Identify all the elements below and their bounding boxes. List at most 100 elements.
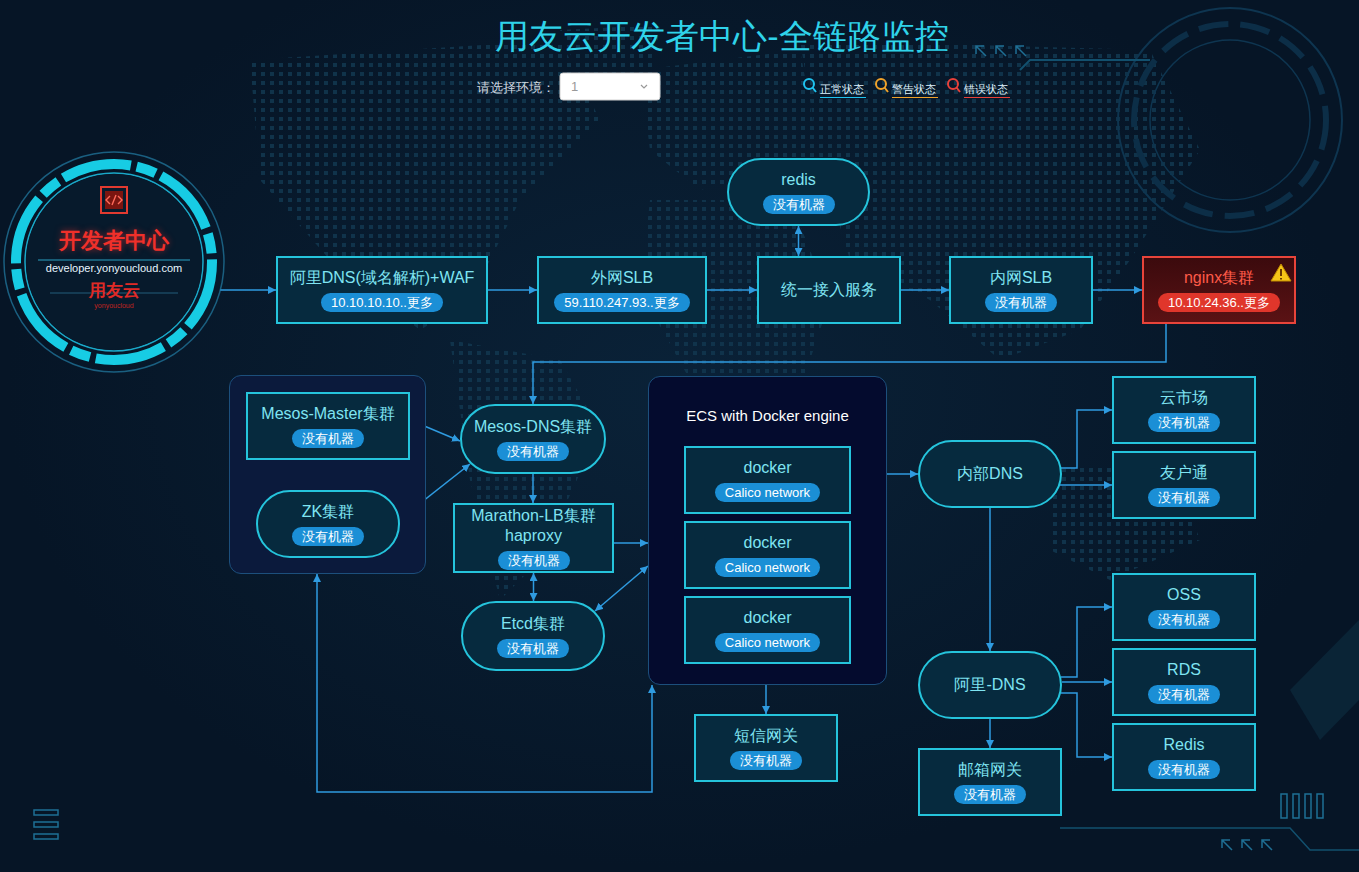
cluster-group: Mesos-Master集群没有机器ZK集群没有机器 [229,375,426,574]
status-badge: 没有机器 [292,527,364,546]
node-title: 内部DNS [957,464,1023,484]
node-title: docker [743,533,791,553]
node-title: 阿里-DNS [954,675,1025,695]
service-box: OSS 没有机器 [1112,573,1256,641]
node-title: nginx集群 [1184,268,1254,288]
flow-connector [1060,484,1112,486]
service-box: Mesos-Master集群没有机器 [246,392,410,460]
container-title: ECS with Docker engine [686,407,849,425]
flow-connector [798,226,800,256]
env-label: 请选择环境： [477,80,555,96]
service-box: RDS 没有机器 [1112,648,1256,716]
service-box: 邮箱网关没有机器 [918,748,1062,816]
flow-connector [220,289,276,291]
flow-connector [1061,693,1112,757]
node-title: Etcd集群 [501,614,565,634]
status-badge: 没有机器 [1148,413,1220,432]
node-title: 邮箱网关 [958,760,1022,780]
status-badge: 59.110.247.93..更多 [554,293,689,312]
flow-connector [532,474,534,503]
brand-text: developer.yonyoucloud.com [46,260,182,276]
service-box: Redis没有机器 [1112,723,1256,791]
node-title: 云市场 [1160,388,1208,408]
developer-icon [101,187,127,213]
status-badge: 没有机器 [730,751,802,770]
flow-connector [614,542,648,544]
node-title: 短信网关 [734,726,798,746]
entry-circle: 开发者中心 developer.yonyoucloud.com 用友云yonyouc… [3,150,225,374]
status-badge: 没有机器 [1148,610,1220,629]
node-title: 内网SLB [990,268,1052,288]
status-badge: 没有机器 [954,785,1026,804]
service-box: dockerCalico network [684,446,851,514]
node-title: 阿里DNS(域名解析)+WAF [290,268,475,288]
status-badge: Calico network [715,633,820,652]
node-title: RDS [1167,660,1201,680]
flow-connector [901,289,949,291]
service-pill: 阿里-DNS [918,651,1062,719]
node-title: Mesos-DNS集群 [474,417,592,437]
flow-connector [765,685,767,714]
legend-swatch [874,77,890,95]
status-badge: Calico network [715,558,820,577]
service-box: dockerCalico network [684,521,851,589]
status-badge: 没有机器 [1148,760,1220,779]
node-title: 外网SLB [591,268,653,288]
world-map-dots [250,25,1200,600]
flow-connector [989,508,991,651]
entry-circle-rings [4,152,224,372]
service-pill: 内部DNS [918,440,1062,508]
brand-text: 用友云 [89,280,140,302]
node-title: Marathon-LB集群 haproxy [461,506,606,546]
legend-item: 错误状态 [946,77,1010,98]
service-box: 友户通没有机器 [1112,451,1256,519]
status-badge: 没有机器 [497,442,569,461]
node-title: docker [743,458,791,478]
service-pill: ZK集群没有机器 [256,490,400,558]
page-title: 用友云开发者中心-全链路监控 [495,14,948,58]
error-box: nginx集群 10.10.24.36..更多 [1142,256,1296,324]
legend-swatch [946,77,962,95]
flow-connector [1093,289,1142,291]
node-title: Mesos-Master集群 [261,404,394,424]
status-badge: 没有机器 [292,429,364,448]
status-badge: 没有机器 [763,195,835,214]
status-badge: 没有机器 [498,551,570,570]
node-title: OSS [1167,585,1201,605]
status-badge: Calico network [715,483,820,502]
status-badge: 没有机器 [985,293,1057,312]
flow-connector [1061,607,1112,677]
flow-connector [488,289,537,291]
status-badge: 没有机器 [1148,685,1220,704]
flow-connector [317,574,652,792]
status-legend: 正常状态 警告状态 错误状态 [802,77,1010,98]
brand-text: yonyoucloud [94,302,133,310]
status-badge: 10.10.24.36..更多 [1158,293,1280,312]
corner-ring-decoration [1020,8,1342,232]
service-box: Marathon-LB集群 haproxy 没有机器 [453,503,614,573]
flow-connector [989,719,991,748]
legend-text: 警告状态 [892,77,938,98]
service-box: 外网SLB 59.110.247.93..更多 [537,256,707,324]
flow-connector [887,473,918,475]
status-badge: 10.10.10.10..更多 [321,293,443,312]
node-title: ZK集群 [302,502,354,522]
brand-text: 开发者中心 [59,226,169,256]
status-badge: 没有机器 [1148,488,1220,507]
legend-item: 正常状态 [802,77,866,98]
service-box: 云市场没有机器 [1112,376,1256,444]
ecs-container: ECS with Docker enginedockerCalico netwo… [648,376,887,685]
flow-connector [533,573,535,601]
service-box: dockerCalico network [684,596,851,664]
status-badge: 没有机器 [497,639,569,658]
flow-connector [707,289,757,291]
legend-text: 错误状态 [964,77,1010,98]
flow-connector [1061,410,1112,468]
service-pill: redis 没有机器 [727,158,870,226]
legend-swatch [802,77,818,95]
warning-icon [1271,264,1291,281]
service-pill: Mesos-DNS集群没有机器 [460,404,606,474]
node-title: redis [781,170,816,190]
